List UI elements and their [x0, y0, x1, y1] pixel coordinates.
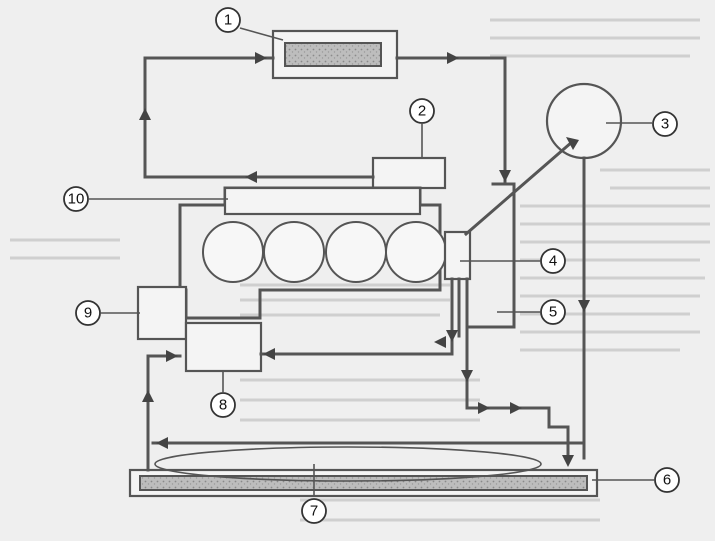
callout-10-label: 10 — [68, 191, 85, 208]
callout-7: 7 — [301, 498, 327, 524]
callout-4-label: 4 — [549, 253, 557, 270]
callout-8-label: 8 — [219, 397, 227, 414]
cylinder-2 — [263, 221, 325, 283]
cylinder-3 — [325, 221, 387, 283]
component-1-unit — [271, 29, 399, 80]
component-2-box — [371, 156, 447, 190]
callout-5-label: 5 — [549, 304, 557, 321]
callout-10: 10 — [63, 186, 89, 212]
flow-arrows — [139, 52, 590, 467]
callout-6-label: 6 — [663, 472, 671, 489]
callout-7-label: 7 — [310, 503, 318, 520]
callout-6: 6 — [654, 467, 680, 493]
callout-2-label: 2 — [418, 103, 426, 120]
callout-5: 5 — [540, 299, 566, 325]
callout-8: 8 — [210, 392, 236, 418]
leader-lines — [89, 27, 654, 497]
callout-3: 3 — [652, 111, 678, 137]
component-9-box — [136, 285, 188, 341]
callout-3-label: 3 — [661, 116, 669, 133]
component-8-box — [184, 321, 263, 373]
component-7-reservoir — [154, 446, 542, 482]
component-6-tank — [128, 468, 599, 498]
component-10-rail — [223, 186, 422, 216]
component-5-bracket — [468, 182, 516, 329]
callout-2: 2 — [409, 98, 435, 124]
callout-9-label: 9 — [84, 305, 92, 322]
callout-1-label: 1 — [224, 12, 232, 29]
cylinder-4 — [385, 221, 447, 283]
component-3-circle — [545, 82, 623, 160]
callout-1: 1 — [215, 7, 241, 33]
callout-4: 4 — [540, 248, 566, 274]
component-4-box — [443, 230, 472, 281]
cylinder-1 — [202, 221, 264, 283]
callout-9: 9 — [75, 300, 101, 326]
engine-block — [178, 186, 447, 320]
